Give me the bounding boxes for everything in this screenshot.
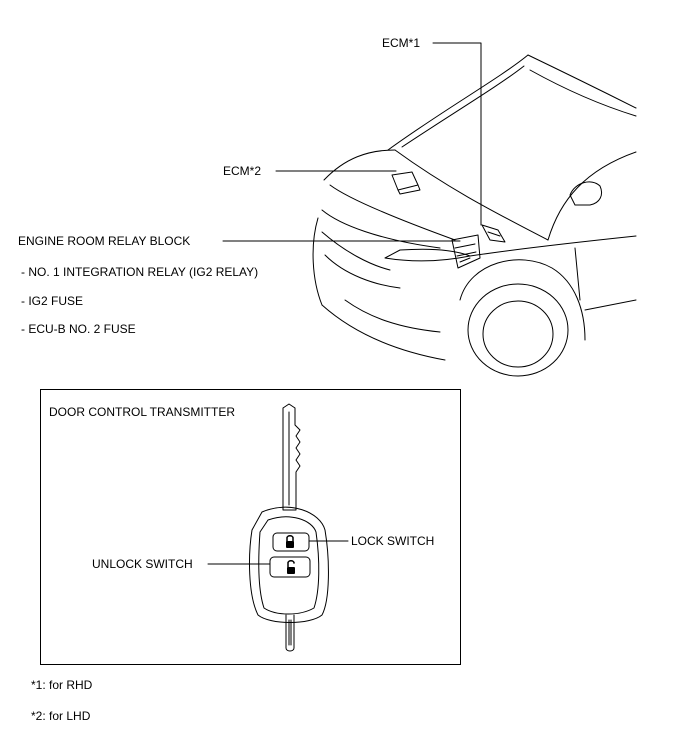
unlock-switch-label: UNLOCK SWITCH: [92, 557, 193, 571]
car-door-line: [574, 247, 581, 301]
relay-item-ig2-relay: - NO. 1 INTEGRATION RELAY (IG2 RELAY): [21, 265, 259, 279]
relay-block-label: ENGINE ROOM RELAY BLOCK: [18, 234, 191, 248]
ecm1-label: ECM*1: [382, 36, 421, 50]
unlock-icon-shackle: [287, 560, 295, 568]
ecm1-leader-line: [432, 42, 482, 226]
key-ring: [285, 614, 295, 652]
car-hood-front: [323, 149, 396, 181]
car-front-wheel-inner: [482, 300, 554, 368]
car-wheel-arch: [459, 259, 586, 341]
car-body-side: [469, 235, 637, 257]
relay-item-ecu-b-fuse: - ECU-B NO. 2 FUSE: [21, 322, 136, 336]
car-front-wheel-outer: [467, 283, 569, 377]
car-side-mirror: [569, 181, 603, 206]
lock-icon-shackle: [286, 535, 294, 542]
car-bumper-lower: [321, 304, 446, 361]
car-window: [547, 151, 637, 241]
car-windshield-top: [527, 54, 637, 109]
transmitter-title: DOOR CONTROL TRANSMITTER: [49, 405, 236, 419]
car-roof-line: [387, 54, 529, 151]
car-grille-lower: [324, 254, 401, 289]
lock-icon: [286, 541, 294, 548]
key-blade: [282, 403, 301, 511]
car-a-pillar: [394, 149, 549, 241]
car-side-window-line: [529, 69, 637, 117]
unlock-switch-button: [269, 556, 311, 578]
car-windshield-inner: [401, 65, 525, 148]
car-bumper-vent: [344, 299, 441, 333]
car-grille-upper: [321, 231, 391, 271]
car-headlight: [384, 248, 471, 262]
ecm2-module: [391, 171, 421, 195]
footnote-rhd: *1: for RHD: [31, 678, 93, 692]
car-rocker: [584, 299, 637, 311]
car-hood-edge: [321, 209, 441, 249]
car-front-fascia: [312, 217, 323, 306]
unlock-icon: [287, 567, 295, 574]
key-fob-body: [249, 506, 329, 623]
relay-item-ig2-fuse: - IG2 FUSE: [21, 294, 84, 308]
relay-block-module: [451, 234, 481, 269]
lock-switch-label: LOCK SWITCH: [351, 534, 435, 548]
ecm2-label: ECM*2: [223, 164, 262, 178]
ecm1-module: [481, 224, 506, 243]
footnote-lhd: *2: for LHD: [31, 709, 91, 723]
key-fob-illustration: [249, 403, 329, 652]
transmitter-box: [40, 389, 461, 665]
car-hood-crease: [329, 184, 456, 241]
lock-switch-button: [272, 532, 310, 552]
